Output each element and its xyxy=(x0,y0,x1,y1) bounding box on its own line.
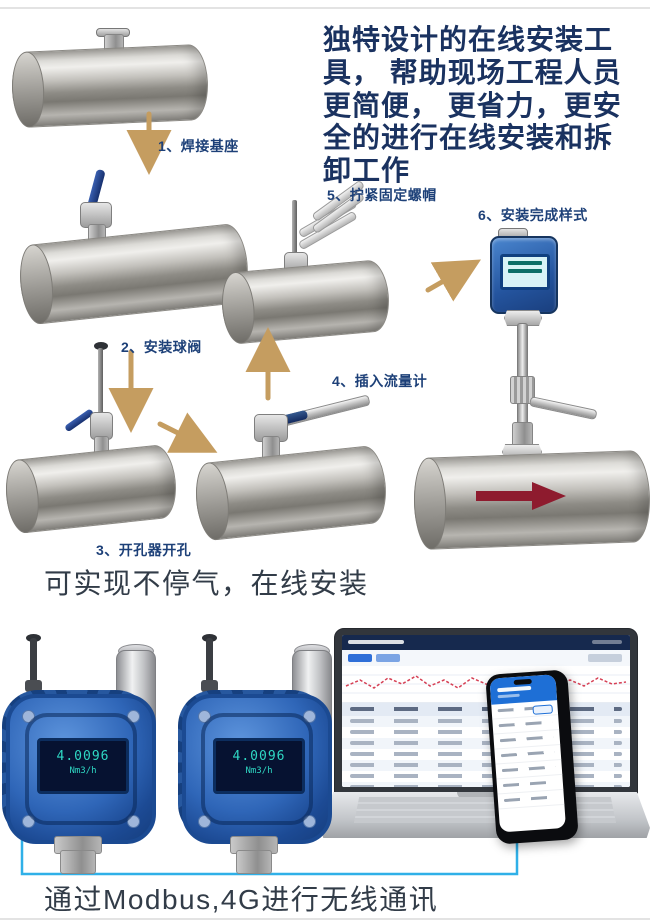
pipe xyxy=(412,449,650,551)
drill-knob xyxy=(94,342,108,350)
pipe-step2-ball-valve xyxy=(16,166,265,326)
pipe-step1-weld-base xyxy=(10,28,217,129)
table-row xyxy=(342,749,630,760)
pipe-step3-hole-opener xyxy=(2,342,188,554)
meter-stem xyxy=(292,200,297,258)
antenna-icon xyxy=(206,638,213,684)
bottom-divider xyxy=(0,918,650,920)
headline: 独特设计的在线安装工 具， 帮助现场工程人员 更简便， 更省力，更安 全的进行在… xyxy=(323,24,622,186)
table-row xyxy=(342,716,630,727)
top-divider xyxy=(0,7,650,9)
dashboard-button xyxy=(348,654,372,662)
drill-rod xyxy=(98,348,103,418)
step-label-2: 2、安装球阀 xyxy=(121,339,202,355)
lcd-unit: Nm3/h xyxy=(245,766,273,776)
caption-online-install: 可实现不停气，在线安装 xyxy=(44,568,369,599)
pipe xyxy=(10,43,210,129)
detector-lcd: 4.0096 Nm3/h xyxy=(213,738,305,794)
table-row xyxy=(342,738,630,749)
step-label-6: 6、安装完成样式 xyxy=(478,207,588,223)
table-row xyxy=(342,782,630,787)
pipe xyxy=(192,444,390,542)
lcd-unit: Nm3/h xyxy=(69,766,97,776)
caption-communication: 通过Modbus,4G进行无线通讯 xyxy=(44,884,439,915)
table-header xyxy=(342,703,630,716)
pipe xyxy=(16,222,252,326)
dashboard-toolbar xyxy=(342,650,630,666)
phone-list-row xyxy=(497,789,565,810)
pipe xyxy=(2,443,180,535)
gas-detector-2: 4.0096 Nm3/h xyxy=(178,634,350,876)
detector-fitting xyxy=(60,850,96,874)
detector-lcd: 4.0096 Nm3/h xyxy=(37,738,129,794)
antenna-base xyxy=(25,680,42,692)
lcd-value: 4.0096 xyxy=(56,749,110,764)
phone-screen xyxy=(489,674,567,833)
dashboard-titlebar xyxy=(342,635,630,650)
step-label-3: 3、开孔器开孔 xyxy=(96,542,192,558)
detector-body: 4.0096 Nm3/h xyxy=(6,694,156,844)
meter-display xyxy=(500,254,550,290)
table-row xyxy=(342,727,630,738)
pipe xyxy=(219,258,392,346)
antenna-base xyxy=(201,680,218,692)
table-row xyxy=(342,760,630,771)
detector-body: 4.0096 Nm3/h xyxy=(182,694,332,844)
detector-fitting xyxy=(236,850,272,874)
lcd-value: 4.0096 xyxy=(232,749,286,764)
pipe-step5-tighten-nut xyxy=(219,179,407,346)
laptop-screen xyxy=(334,628,638,794)
dashboard-screen xyxy=(342,635,630,787)
smartphone xyxy=(485,669,579,845)
laptop xyxy=(320,628,650,874)
table-row xyxy=(342,771,630,782)
step-label-4: 4、插入流量计 xyxy=(332,373,428,389)
step-label-1: 1、焊接基座 xyxy=(158,138,239,154)
dashboard-button xyxy=(376,654,400,662)
laptop-base xyxy=(320,792,650,838)
phone-button xyxy=(532,704,554,715)
valve-lever xyxy=(528,396,598,421)
flow-meter-complete xyxy=(412,226,650,556)
antenna-icon xyxy=(30,638,37,684)
pipe-step4-insert-meter xyxy=(192,382,401,550)
dashboard-filter xyxy=(588,654,622,662)
gas-detector-1: 4.0096 Nm3/h xyxy=(2,634,174,876)
step-label-5: 5、拧紧固定螺帽 xyxy=(327,187,437,203)
